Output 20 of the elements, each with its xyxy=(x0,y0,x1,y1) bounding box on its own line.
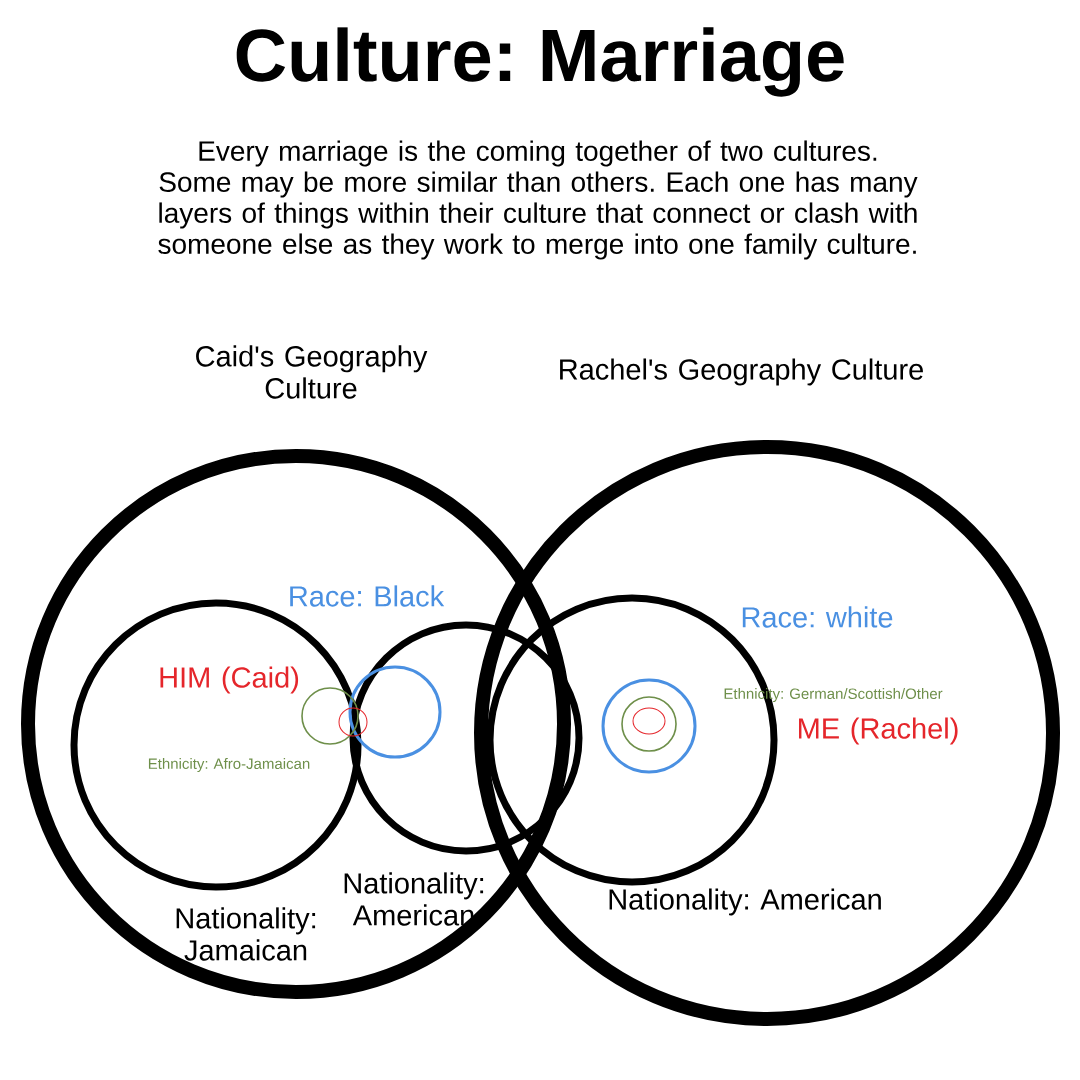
circle-label: Rachel's Geography Culture xyxy=(560,358,923,386)
circle-label: Race: white xyxy=(742,606,893,628)
circle-label: Nationality: American xyxy=(344,872,484,926)
circle xyxy=(349,621,583,855)
circle-label: Caid's Geography Culture xyxy=(196,345,428,399)
circle-label: Nationality: Jamaican xyxy=(176,907,316,961)
circle xyxy=(348,665,442,759)
title: Culture: Marriage xyxy=(236,27,844,97)
circle-label: Nationality: American xyxy=(609,888,881,916)
ellipse xyxy=(632,707,666,735)
circle xyxy=(301,687,359,745)
circle xyxy=(601,678,697,774)
circle xyxy=(21,449,571,999)
circle-label: HIM (Caid) xyxy=(160,666,299,694)
circle xyxy=(338,707,368,737)
circle xyxy=(621,696,677,752)
circle-label: Ethnicity: Afro-Jamaican xyxy=(148,758,310,772)
description: Every marriage is the coming together of two cultures. Some may be more similar than others. Each one has many layers of things within their culture that connect or clash with someone else as they work to merge into one family culture. xyxy=(158,140,918,260)
circle-label: Race: Black xyxy=(290,585,445,607)
circle-label: ME (Rachel) xyxy=(799,717,958,745)
